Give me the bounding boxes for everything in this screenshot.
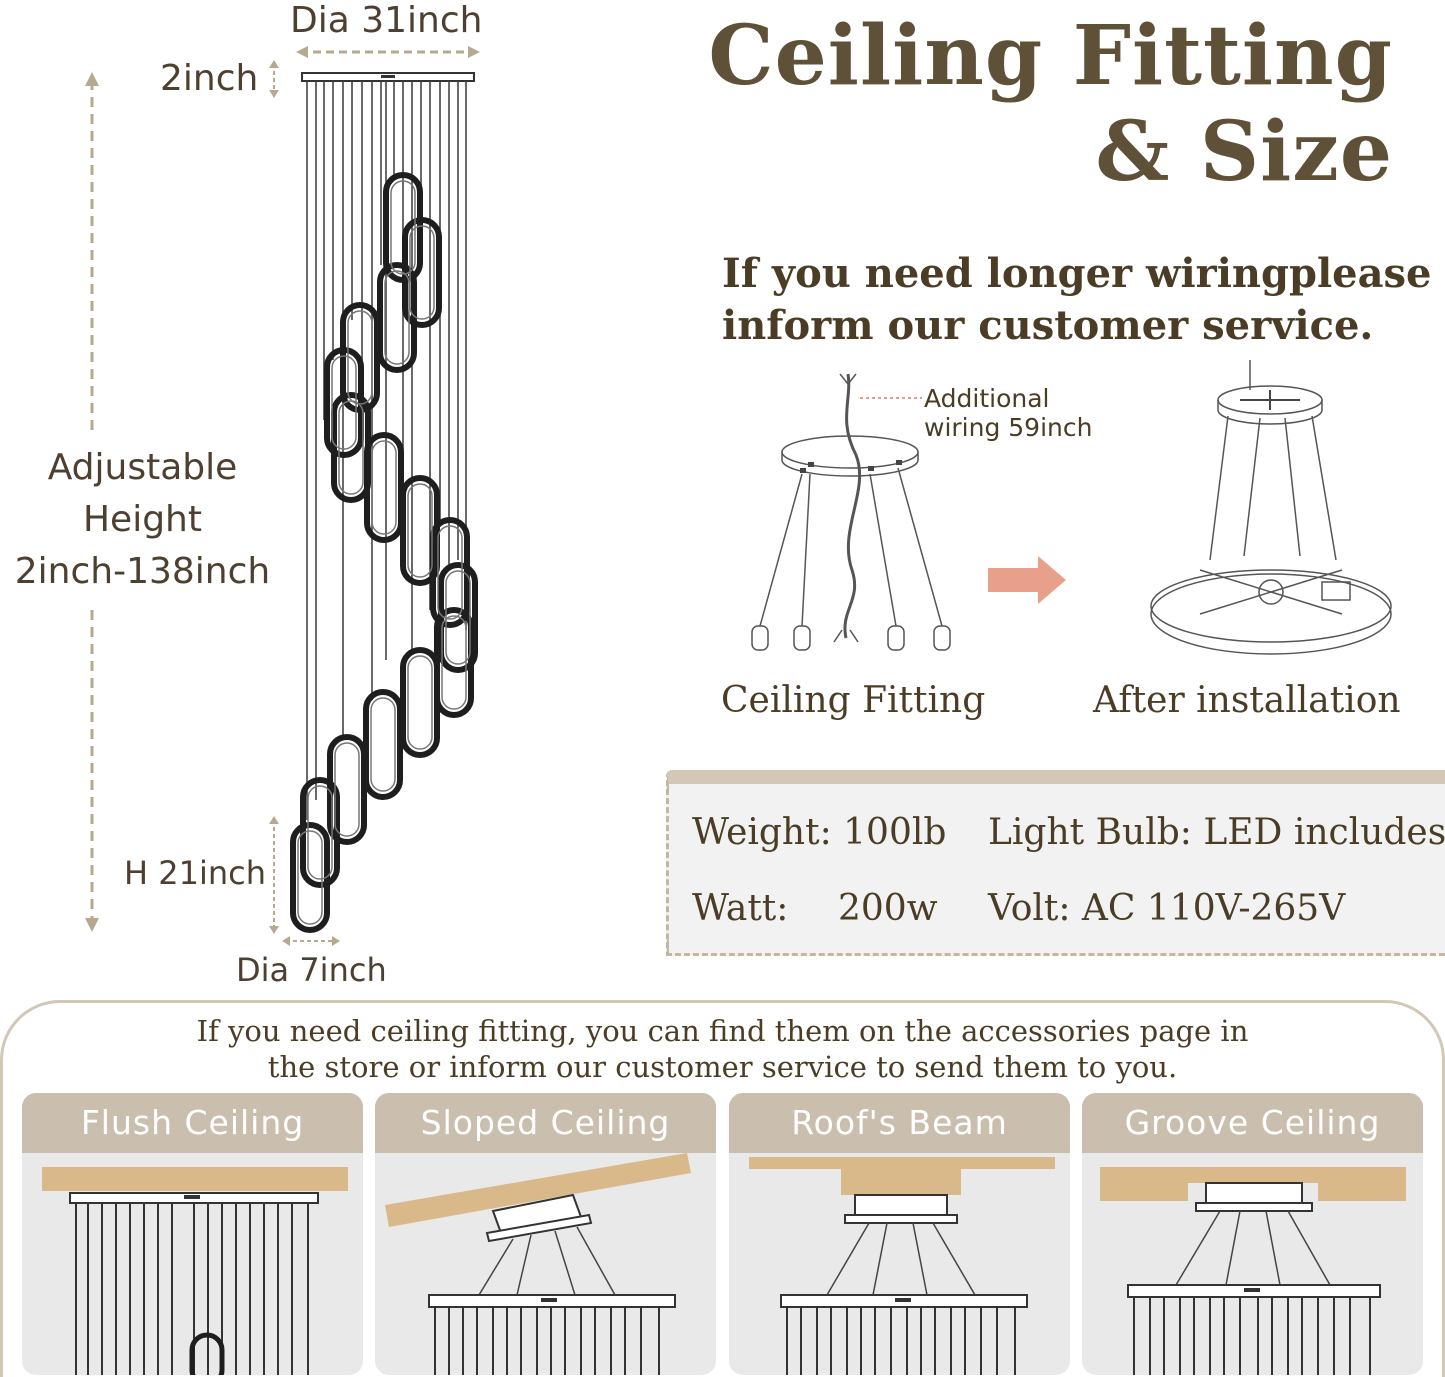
canopy-height-label: 2inch: [160, 58, 259, 99]
wiring-note-line-2: inform our customer service.: [722, 302, 1374, 349]
accessories-note: If you need ceiling fitting, you can fin…: [0, 1013, 1445, 1085]
ceiling-fitting-caption: Ceiling Fitting: [721, 680, 986, 721]
title-line-1: Ceiling Fitting: [708, 8, 1393, 104]
adjustable-line-2: Height: [82, 499, 202, 540]
groove-ceiling-card: Groove Ceiling: [1082, 1093, 1423, 1375]
spec-box: [666, 770, 1445, 956]
title-line-2: & Size: [1095, 104, 1393, 200]
wiring-callout: Additional wiring 59inch: [924, 384, 1092, 442]
callout-line-2: wiring 59inch: [924, 413, 1093, 442]
volt-spec: Volt: AC 110V-265V: [988, 888, 1346, 929]
ring-height-label: H 21inch: [124, 854, 266, 892]
canopy-diameter-label: Dia 31inch: [290, 0, 483, 41]
accessories-note-line-2: the store or inform our customer service…: [267, 1050, 1178, 1084]
page-title: Ceiling Fitting & Size: [673, 8, 1393, 200]
flush-ceiling-label: Flush Ceiling: [22, 1093, 363, 1153]
adjustable-height-label: Adjustable Height 2inch-138inch: [0, 442, 285, 598]
sloped-ceiling-card: Sloped Ceiling: [375, 1093, 716, 1375]
installation-diagram: [751, 360, 1392, 655]
sloped-ceiling-label: Sloped Ceiling: [375, 1093, 716, 1153]
wiring-note-line-1: If you need longer wiringplease: [722, 250, 1432, 297]
watt-label: Watt:: [692, 888, 789, 929]
accessories-frame: [0, 1000, 1445, 1377]
flush-ceiling-illustration: [42, 1167, 348, 1375]
flush-ceiling-card: Flush Ceiling: [22, 1093, 363, 1375]
adjustable-line-3: 2inch-138inch: [14, 551, 271, 592]
callout-line-1: Additional: [924, 384, 1050, 413]
groove-ceiling-label: Groove Ceiling: [1082, 1093, 1423, 1153]
weight-spec: Weight: 100lb: [692, 812, 947, 853]
roofs-beam-card: Roof's Beam: [729, 1093, 1070, 1375]
after-installation-caption: After installation: [1093, 680, 1401, 721]
chandelier-drawing: [85, 46, 480, 946]
accessories-note-line-1: If you need ceiling fitting, you can fin…: [196, 1014, 1249, 1048]
adjustable-line-1: Adjustable: [47, 447, 238, 488]
roofs-beam-illustration: [749, 1157, 1055, 1375]
wiring-note: If you need longer wiringplease inform o…: [722, 248, 1431, 352]
watt-value: 200w: [838, 888, 938, 929]
groove-ceiling-illustration: [1100, 1167, 1406, 1375]
sloped-ceiling-illustration: [385, 1153, 691, 1375]
roofs-beam-label: Roof's Beam: [729, 1093, 1070, 1153]
bulb-spec: Light Bulb: LED includes: [988, 812, 1445, 853]
ring-diameter-label: Dia 7inch: [236, 951, 387, 989]
